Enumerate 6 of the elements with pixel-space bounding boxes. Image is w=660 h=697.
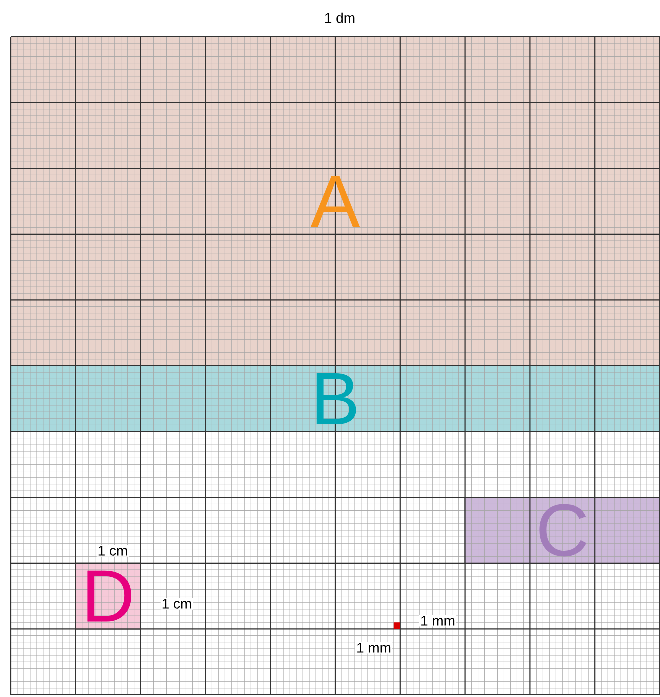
measure-label: 1 mm [420, 615, 456, 627]
shaded-rectangle: C [464, 497, 660, 564]
shaded-square: D [75, 562, 142, 630]
measure-label: 1 mm [356, 642, 392, 654]
measure-label: 1 cm [96, 545, 130, 557]
measure-label: 1 cm [160, 598, 194, 610]
